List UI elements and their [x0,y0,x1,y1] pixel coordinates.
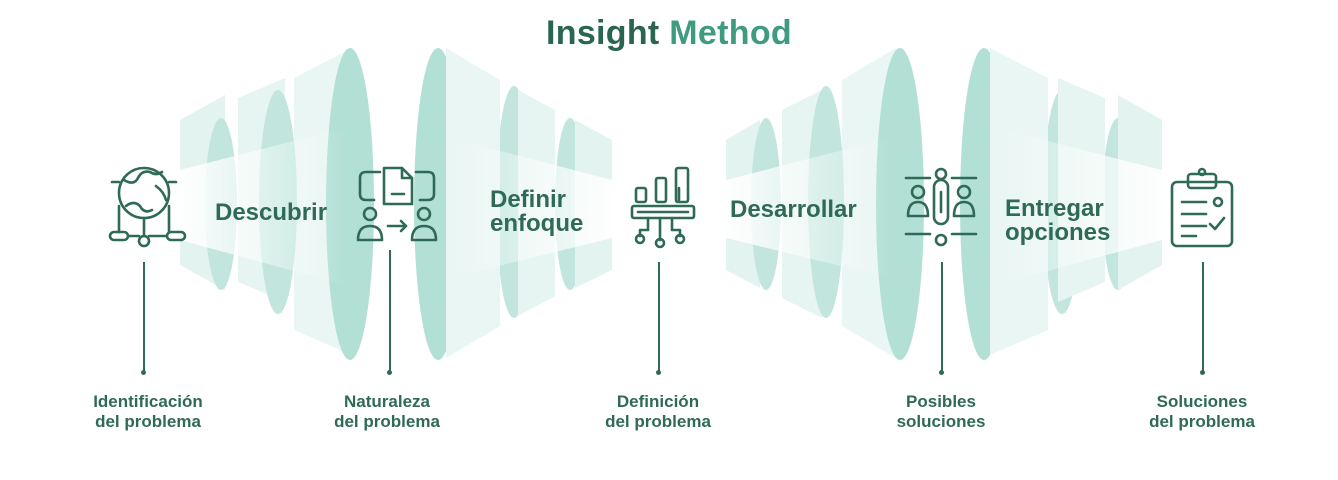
milestone-posibles-soluciones: Posibles soluciones [851,392,1031,432]
connector-dot [141,370,146,375]
milestone-soluciones: Soluciones del problema [1112,392,1292,432]
phase-line: Entregar [1005,195,1104,222]
connector-line [143,262,145,372]
milestone-identificacion: Identificación del problema [58,392,238,432]
light-beam [996,128,1162,285]
milestone-line: Definición [616,392,700,411]
team-idea-icon [904,167,978,247]
connector-dot [656,370,661,375]
phase-desarrollar: Desarrollar [730,196,857,223]
page-title: Insight Method [0,14,1338,53]
light-beam [450,138,612,278]
connector-dot [939,370,944,375]
chart-analysis-icon [630,166,696,249]
milestone-line: Naturaleza [344,392,430,411]
milestone-line: del problema [95,412,201,431]
connector-line [389,250,391,372]
milestone-line: Soluciones [1156,392,1248,411]
light-beam [726,138,890,278]
milestone-line: del problema [334,412,440,431]
globe-network-icon [108,166,187,248]
phase-descubrir: Descubrir [215,199,328,226]
connector-line [941,262,943,372]
title-word-1: Insight [546,14,660,52]
connector-line [1202,262,1204,372]
milestone-line: Identificación [93,392,203,411]
milestone-line: Posibles [906,392,976,411]
phase-line: enfoque [490,210,584,237]
milestone-definicion: Definición del problema [568,392,748,432]
milestone-naturaleza: Naturaleza del problema [297,392,477,432]
title-word-2: Method [669,14,792,52]
clipboard-checklist-icon [1170,167,1234,248]
milestone-line: del problema [1149,412,1255,431]
connector-dot [387,370,392,375]
light-beam [180,128,345,285]
milestone-line: soluciones [896,412,986,431]
lens [876,48,924,360]
connector-line [658,262,660,372]
diamond-1 [180,48,612,360]
milestone-line: del problema [605,412,711,431]
connector-dot [1200,370,1205,375]
document-transfer-icon [356,166,438,242]
phase-line: Definir [490,186,567,213]
phase-entregar-opciones: Entregar opciones [1005,197,1110,245]
phase-definir-enfoque: Definir enfoque [490,188,583,236]
phase-line: opciones [1005,219,1111,246]
diamond-2 [726,48,1162,360]
